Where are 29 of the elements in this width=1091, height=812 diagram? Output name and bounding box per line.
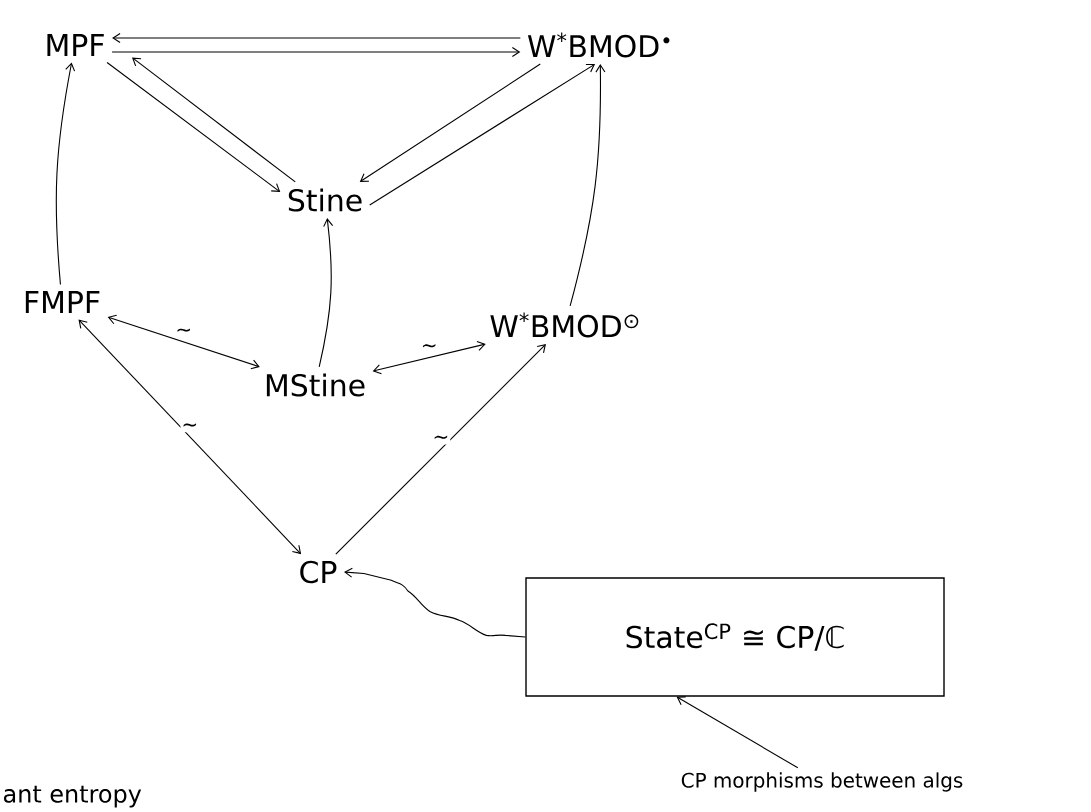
arrow bbox=[106, 61, 281, 193]
category-label: Stine bbox=[288, 188, 362, 212]
arrow bbox=[112, 32, 521, 44]
note-text: ant entropy bbox=[4, 785, 142, 808]
arrow bbox=[111, 46, 521, 57]
edge-label: ~ bbox=[431, 434, 451, 445]
category-label: MStine bbox=[266, 373, 365, 397]
arrow bbox=[372, 340, 486, 375]
arrow bbox=[369, 63, 596, 206]
category-label: W$^{*}$BMOD$^{•}$ bbox=[527, 32, 670, 58]
arrow bbox=[676, 696, 799, 769]
arrow bbox=[78, 319, 302, 555]
arrow bbox=[107, 314, 260, 370]
arrow bbox=[359, 63, 541, 182]
edge-label: ~ bbox=[419, 343, 439, 354]
category-label: FMPF bbox=[25, 291, 100, 313]
category-label: CP bbox=[300, 560, 337, 584]
arrow bbox=[344, 567, 526, 638]
arrow bbox=[335, 344, 546, 555]
equation-box: State$^{CP}$ ≅ CP/ℂ bbox=[525, 577, 945, 697]
category-label: W$^{*}$BMOD$^{⊙}$ bbox=[490, 312, 639, 338]
edge-label: ~ bbox=[180, 422, 200, 433]
annotation-text: CP morphisms between algs bbox=[681, 772, 963, 792]
arrow bbox=[55, 62, 76, 286]
arrow bbox=[132, 57, 296, 183]
edge-label: ~ bbox=[174, 327, 194, 338]
arrow bbox=[318, 218, 334, 368]
arrow bbox=[569, 64, 606, 307]
category-label: MPF bbox=[47, 34, 104, 56]
